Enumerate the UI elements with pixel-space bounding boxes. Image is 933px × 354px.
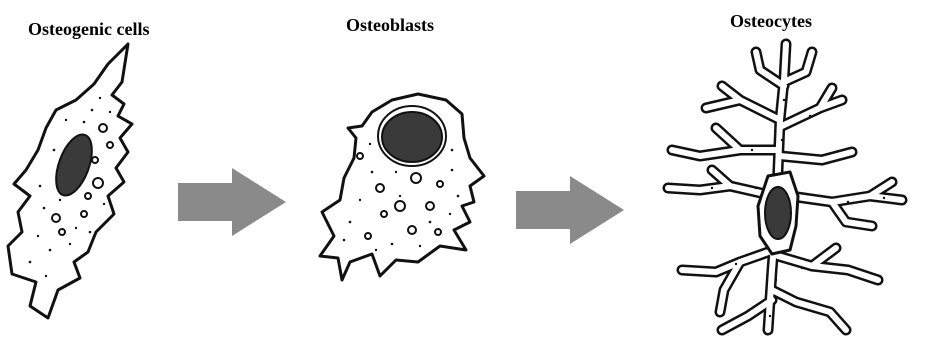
osteoblast-cell (320, 94, 484, 280)
osteoblast-nucleus (382, 112, 442, 162)
right-arrow-icon-1 (178, 168, 286, 236)
osteogenic-cell (8, 44, 132, 318)
osteocyte-nucleus (765, 187, 791, 239)
right-arrow-icon-2 (516, 176, 624, 244)
osteocyte-cell (668, 44, 902, 330)
